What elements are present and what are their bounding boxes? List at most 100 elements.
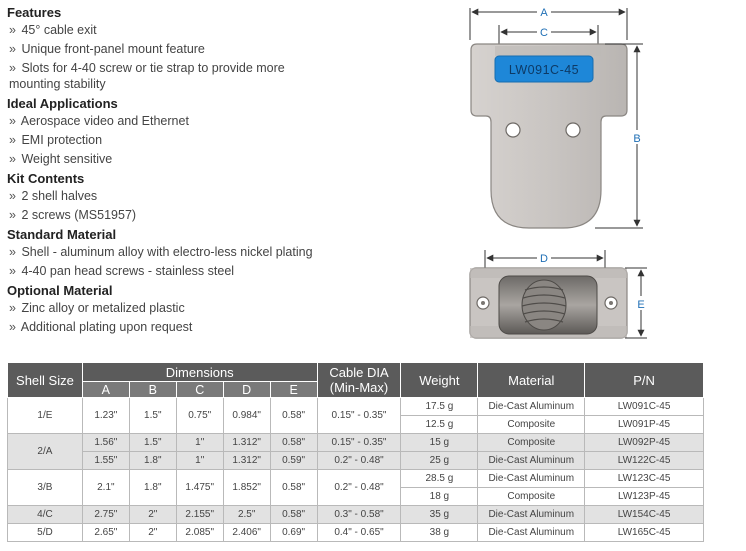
bullet: » <box>9 189 16 203</box>
section-heading: Standard Material <box>7 227 117 242</box>
header-weight: Weight <box>400 362 479 398</box>
list-item: » 4-40 pan head screws - stainless steel <box>9 263 447 279</box>
cell-pn: LW091P-45 <box>584 415 704 434</box>
dim-e-label: E <box>637 299 644 311</box>
list-item: » Additional plating upon request <box>9 319 447 335</box>
cell-b: 2" <box>128 523 177 542</box>
cell-pn: LW091C-45 <box>584 397 704 416</box>
table-row: 18 g Composite LW123P-45 <box>8 487 704 506</box>
cell-b: 2" <box>128 505 177 524</box>
cell-d: 1.852" <box>222 469 271 506</box>
cell-material: Die-Cast Aluminum <box>477 505 586 524</box>
list-item-text: Zinc alloy or metalized plastic <box>21 301 185 315</box>
list-item-text: Shell - aluminum alloy with electro-less… <box>21 245 313 259</box>
list-item: » Slots for 4-40 screw or tie strap to p… <box>9 60 309 92</box>
mount-hole-right <box>565 122 581 138</box>
list-item: » 45° cable exit <box>9 22 447 38</box>
cell-d: 1.312" <box>222 433 271 452</box>
table-row: 1/E 1.23" 1.5" 0.75" 0.984" 0.58" 0.15" … <box>7 397 704 434</box>
cell-shell: 4/C <box>7 505 83 524</box>
bullet: » <box>9 264 16 278</box>
header-dim-e: E <box>269 381 318 398</box>
dim-d-label: D <box>540 253 548 265</box>
bullet: » <box>9 208 16 222</box>
cell-a: 2.75" <box>81 505 130 524</box>
spec-table: Shell Size Dimensions Cable DIA (Min-Max… <box>7 362 704 542</box>
cell-d: 2.406" <box>222 523 271 542</box>
cell-b: 1.5" <box>128 397 177 434</box>
cell-d: 2.5" <box>222 505 271 524</box>
header-cable-line2: (Min-Max) <box>329 380 389 395</box>
cell-pn: LW154C-45 <box>584 505 704 524</box>
list-item: » Shell - aluminum alloy with electro-le… <box>9 244 447 260</box>
header-dim-a: A <box>81 381 130 398</box>
section-kit-contents: Kit Contents » 2 shell halves » 2 screws… <box>7 170 447 223</box>
part-label-plate <box>494 55 594 83</box>
header-pn: P/N <box>584 362 704 398</box>
cell-b: 1.5" <box>128 433 177 452</box>
list-item-text: Unique front-panel mount feature <box>21 42 205 56</box>
cell-cable: 0.2" - 0.48" <box>316 469 402 506</box>
shell-front-view <box>469 267 628 339</box>
dimension-a: A <box>469 4 628 40</box>
cell-a: 1.56" <box>81 433 130 452</box>
section-standard-material: Standard Material » Shell - aluminum all… <box>7 226 447 279</box>
header-shell-size: Shell Size <box>7 362 83 398</box>
list-item: » Zinc alloy or metalized plastic <box>9 300 447 316</box>
shell-top-view: LW091C-45 <box>470 43 628 229</box>
cell-weight: 35 g <box>400 505 479 524</box>
table-row: 4/C 2.75" 2" 2.155" 2.5" 0.58" 0.3" - 0.… <box>7 505 704 524</box>
section-heading: Optional Material <box>7 283 113 298</box>
cell-cable: 0.15" - 0.35" <box>316 397 402 434</box>
dimension-c: C <box>498 24 599 50</box>
bullet: » <box>9 61 16 75</box>
cell-a: 2.65" <box>81 523 130 542</box>
cell-material: Composite <box>477 487 586 506</box>
cell-pn: LW123C-45 <box>584 469 704 488</box>
list-item-text: 45° cable exit <box>21 23 97 37</box>
bullet: » <box>9 301 16 315</box>
dimension-d: D <box>484 250 606 268</box>
cell-b: 1.8" <box>128 469 177 506</box>
cell-e: 0.58" <box>269 505 318 524</box>
cell-c: 0.75" <box>175 397 224 434</box>
list-item-text: Additional plating upon request <box>20 320 193 334</box>
section-heading: Features <box>7 5 62 20</box>
list-item: » Unique front-panel mount feature <box>9 41 447 57</box>
section-heading: Ideal Applications <box>7 96 118 111</box>
cell-pn: LW122C-45 <box>584 451 704 470</box>
dimension-e: E <box>625 267 648 339</box>
list-item: » Aerospace video and Ethernet <box>9 113 447 129</box>
feature-list: Features » 45° cable exit » Unique front… <box>7 4 447 338</box>
table-row: 2/A 1.56" 1.5" 1" 1.312" 0.58" 0.15" - 0… <box>7 433 704 470</box>
cell-pn: LW092P-45 <box>584 433 704 452</box>
section-heading: Kit Contents <box>7 171 85 186</box>
cell-a: 2.1" <box>81 469 130 506</box>
cell-cable: 0.3" - 0.58" <box>316 505 402 524</box>
list-item-text: 2 shell halves <box>21 189 98 203</box>
list-item-text: 2 screws (MS51957) <box>21 208 137 222</box>
cell-b: 1.8" <box>128 451 177 470</box>
list-item-text: Weight sensitive <box>21 152 113 166</box>
cell-c: 1" <box>175 433 224 452</box>
cell-c: 1" <box>175 451 224 470</box>
cell-cable: 0.4" - 0.65" <box>316 523 402 542</box>
cell-cable: 0.15" - 0.35" <box>316 433 402 452</box>
cell-shell: 3/B <box>7 469 83 506</box>
list-item-text: EMI protection <box>21 133 103 147</box>
cell-weight: 18 g <box>400 487 479 506</box>
table-row: 1.55" 1.8" 1" 1.312" 0.59" 0.2" - 0.48" … <box>8 451 704 470</box>
section-optional-material: Optional Material » Zinc alloy or metali… <box>7 282 447 335</box>
bullet: » <box>9 152 16 166</box>
bullet: » <box>9 320 16 334</box>
bullet: » <box>9 114 16 128</box>
mount-hole-left <box>505 122 521 138</box>
cell-cable: 0.2" - 0.48" <box>316 451 402 470</box>
cell-weight: 12.5 g <box>400 415 479 434</box>
cell-pn: LW165C-45 <box>584 523 704 542</box>
cell-shell: 2/A <box>7 433 83 470</box>
bullet: » <box>9 42 16 56</box>
list-item-text: 4-40 pan head screws - stainless steel <box>21 264 235 278</box>
bullet: » <box>9 133 16 147</box>
cell-material: Die-Cast Aluminum <box>477 469 586 488</box>
